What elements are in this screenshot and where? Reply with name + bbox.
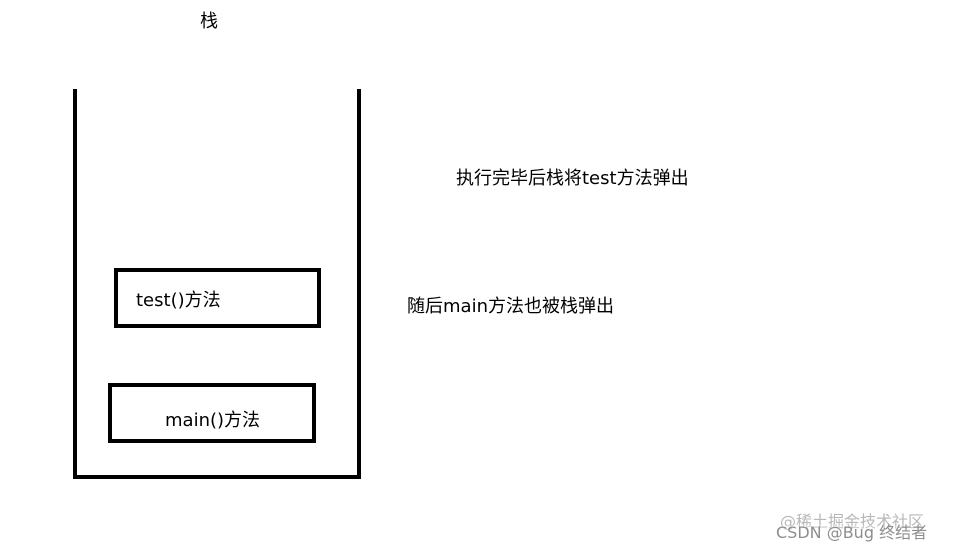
stack-container — [73, 89, 361, 479]
caption-pop-main: 随后main方法也被栈弹出 — [407, 296, 614, 317]
stack-title: 栈 — [200, 11, 218, 32]
stack-frame-main-label: main()方法 — [165, 410, 261, 431]
caption-pop-test: 执行完毕后栈将test方法弹出 — [456, 168, 689, 189]
watermark-secondary: CSDN @Bug 终结者 — [776, 523, 928, 542]
stack-frame-test: test()方法 — [114, 268, 321, 328]
watermark-primary: @稀土掘金技术社区 — [780, 512, 925, 531]
stack-frame-test-label: test()方法 — [136, 290, 221, 311]
stack-frame-main: main()方法 — [108, 383, 316, 443]
